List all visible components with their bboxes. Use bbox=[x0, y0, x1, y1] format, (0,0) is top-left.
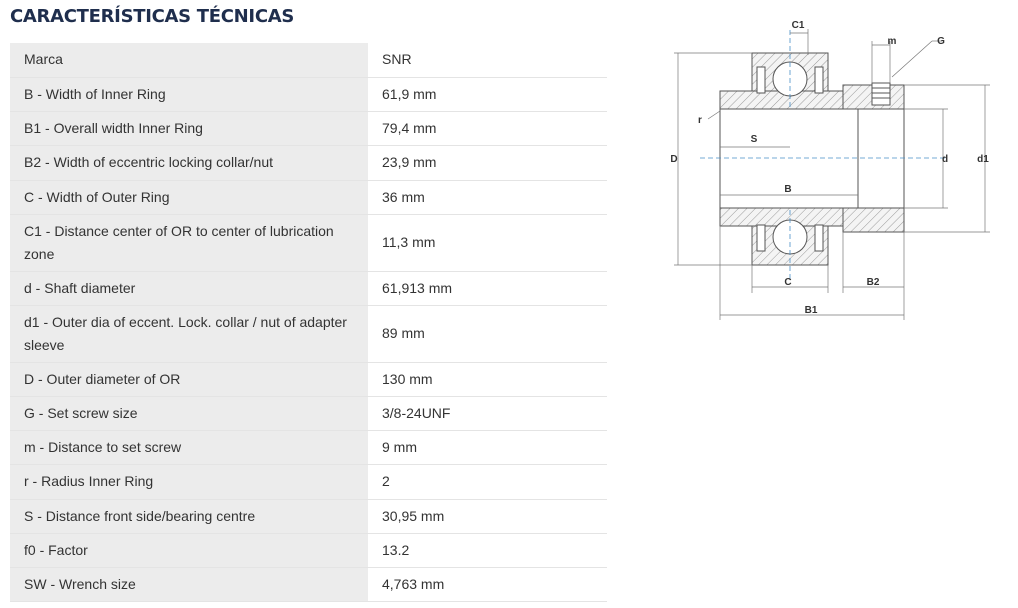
bearing-technical-drawing: C1 m G r S D d d1 B C B2 B1 bbox=[670, 20, 990, 320]
dim-label-b1: B1 bbox=[805, 305, 818, 316]
dim-label-b2: B2 bbox=[867, 277, 880, 288]
spec-value: 3/8-24UNF bbox=[368, 396, 607, 431]
dim-label-outer-d: D bbox=[670, 154, 677, 165]
spec-value: 13.2 bbox=[368, 533, 607, 568]
spec-value: 4,763 mm bbox=[368, 567, 607, 602]
dim-label-c: C bbox=[784, 277, 791, 288]
set-screw bbox=[871, 82, 891, 106]
spec-value: 61,9 mm bbox=[368, 77, 607, 112]
spec-value: SNR bbox=[368, 43, 607, 78]
spec-label: d - Shaft diameter bbox=[10, 271, 368, 306]
spec-label: G - Set screw size bbox=[10, 396, 368, 431]
dim-label-shaft-d: d bbox=[942, 154, 948, 165]
spec-label: d1 - Outer dia of eccent. Lock. collar /… bbox=[10, 305, 368, 363]
spec-label: B2 - Width of eccentric locking collar/n… bbox=[10, 145, 368, 181]
spec-label: B1 - Overall width Inner Ring bbox=[10, 111, 368, 146]
spec-label: SW - Wrench size bbox=[10, 567, 368, 602]
spec-label: C - Width of Outer Ring bbox=[10, 180, 368, 215]
spec-value: 130 mm bbox=[368, 362, 607, 397]
dim-label-d1: d1 bbox=[977, 154, 989, 165]
spec-value: 61,913 mm bbox=[368, 271, 607, 306]
spec-value: 23,9 mm bbox=[368, 145, 607, 181]
spec-label: m - Distance to set screw bbox=[10, 430, 368, 465]
spec-value: 36 mm bbox=[368, 180, 607, 215]
spec-value: 9 mm bbox=[368, 430, 607, 465]
spec-value: 79,4 mm bbox=[368, 111, 607, 146]
spec-value: 2 bbox=[368, 464, 607, 500]
spec-label: S - Distance front side/bearing centre bbox=[10, 499, 368, 534]
table-row: C1 - Distance center of OR to center of … bbox=[10, 214, 607, 272]
spec-label: B - Width of Inner Ring bbox=[10, 77, 368, 112]
dim-label-r: r bbox=[698, 115, 702, 126]
table-row: B2 - Width of eccentric locking collar/n… bbox=[10, 145, 607, 181]
spec-label: Marca bbox=[10, 43, 368, 78]
dim-label-m: m bbox=[888, 36, 897, 47]
spec-label: D - Outer diameter of OR bbox=[10, 362, 368, 397]
section-title: CARACTERÍSTICAS TÉCNICAS bbox=[10, 6, 295, 27]
spec-value: 11,3 mm bbox=[368, 214, 607, 272]
dim-label-c1: C1 bbox=[792, 20, 805, 31]
spec-label: C1 - Distance center of OR to center of … bbox=[10, 214, 368, 272]
spec-label: f0 - Factor bbox=[10, 533, 368, 568]
dim-label-s: S bbox=[751, 134, 758, 145]
spec-value: 89 mm bbox=[368, 305, 607, 363]
dim-label-g: G bbox=[937, 36, 945, 47]
dim-label-b: B bbox=[784, 184, 791, 195]
table-row: d1 - Outer dia of eccent. Lock. collar /… bbox=[10, 305, 607, 363]
spec-value: 30,95 mm bbox=[368, 499, 607, 534]
locking-collar-bottom bbox=[842, 207, 905, 233]
spec-label: r - Radius Inner Ring bbox=[10, 464, 368, 500]
